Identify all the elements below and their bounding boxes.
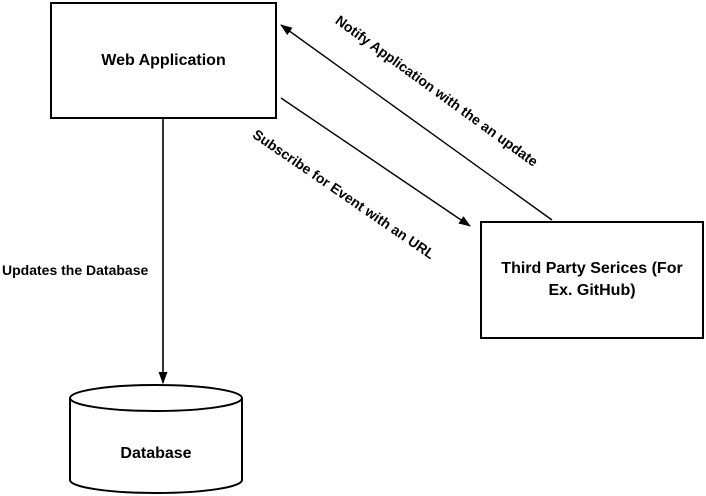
edge-notify-line	[280, 24, 553, 221]
edge-subscribe-line	[280, 97, 471, 227]
node-web-application-label: Web Application	[101, 51, 226, 69]
edge-updates-label: Updates the Database	[2, 262, 149, 278]
node-third-party-services-label: Third Party Serices (For Ex. GitHub)	[501, 260, 683, 299]
database-cylinder	[69, 384, 243, 494]
database-cylinder-body	[69, 384, 243, 494]
database-cylinder-top-curve	[69, 397, 243, 412]
node-database-label: Database	[120, 445, 192, 462]
node-web-application: Web Application	[50, 2, 277, 119]
node-third-party-services: Third Party Serices (For Ex. GitHub)	[480, 221, 704, 339]
